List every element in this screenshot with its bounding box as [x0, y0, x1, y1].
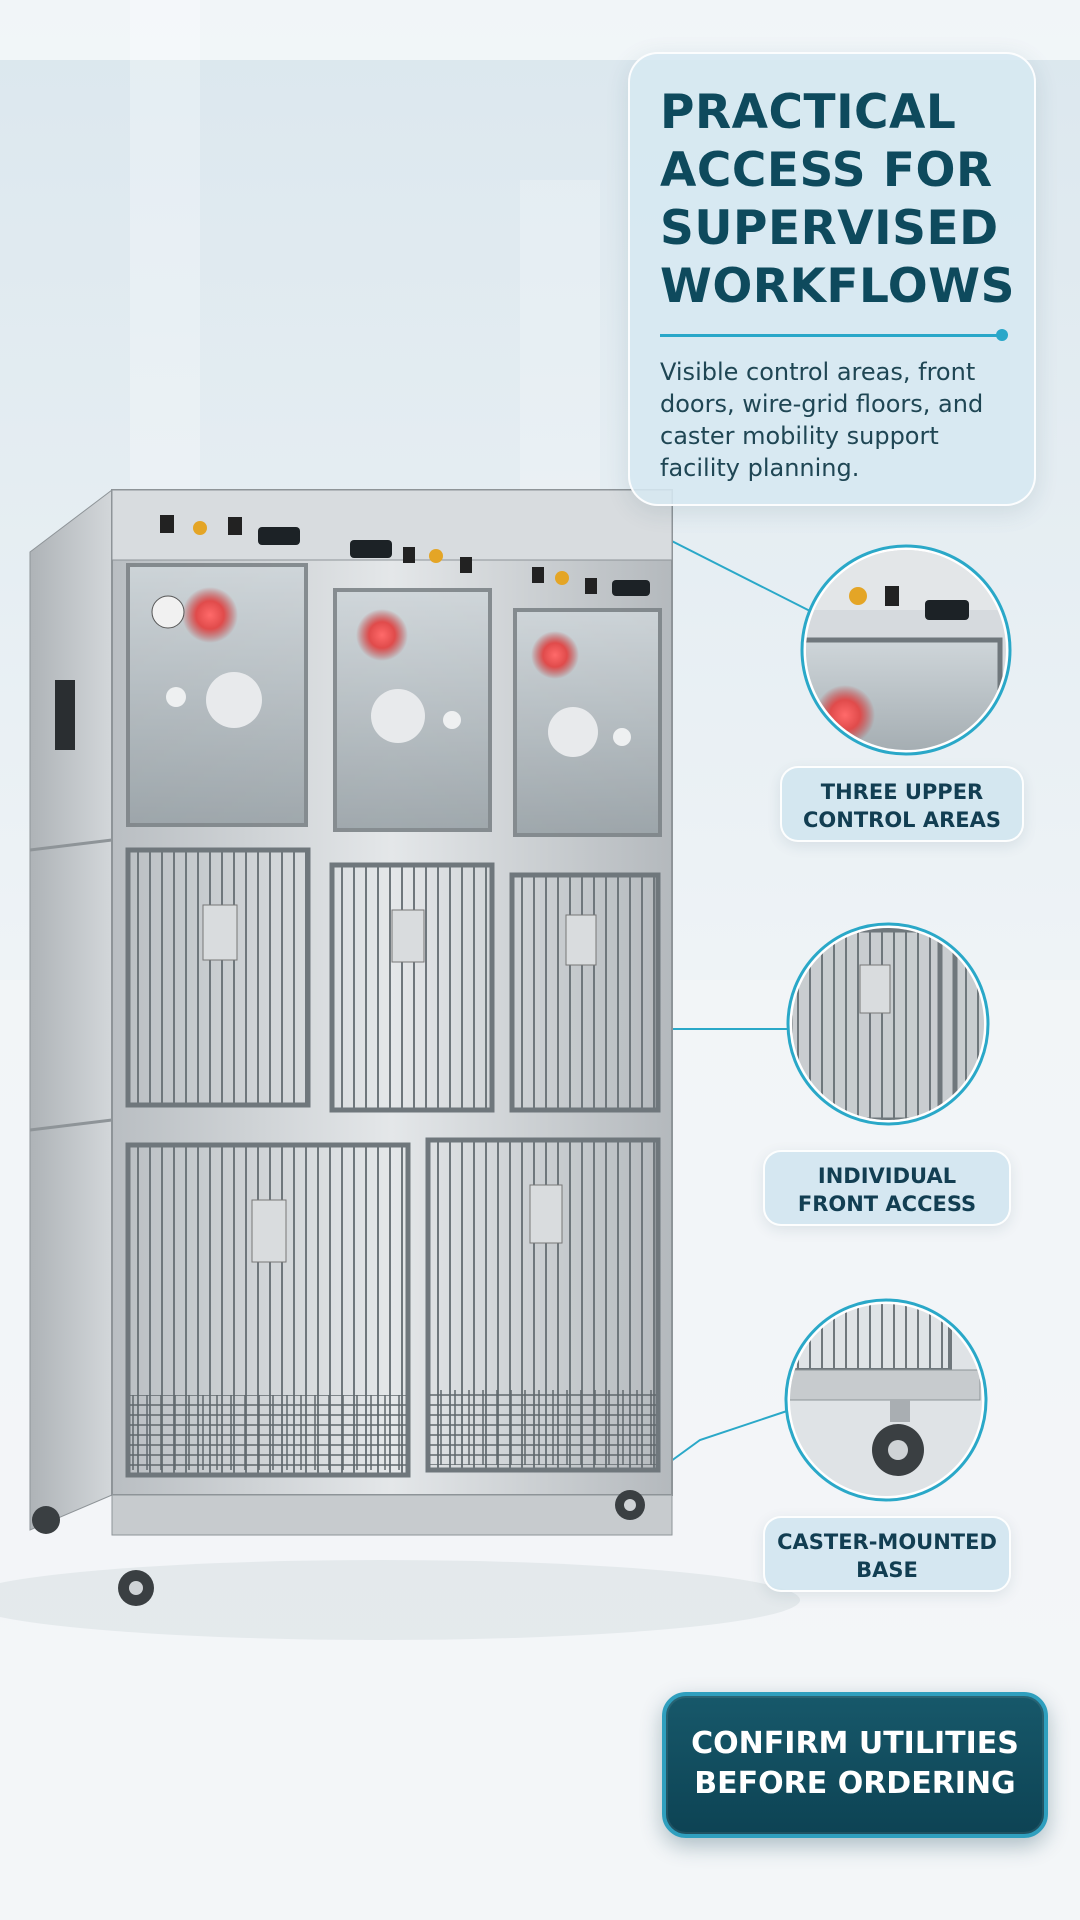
confirm-utilities-button[interactable]: CONFIRM UTILITIES BEFORE ORDERING — [662, 1692, 1048, 1838]
description: Visible control areas, front doors, wire… — [660, 356, 1010, 484]
description-line: Visible control areas, front — [660, 358, 976, 386]
callout-label: CASTER-MOUNTED — [777, 1530, 997, 1554]
callout-label: BASE — [856, 1558, 918, 1582]
callout-control-areas: THREE UPPER CONTROL AREAS — [780, 766, 1024, 842]
zoom-front-access — [786, 922, 990, 1126]
headline-line: PRACTICAL — [660, 85, 957, 140]
callout-label: FRONT ACCESS — [797, 1192, 977, 1216]
caster-wheels — [32, 1490, 673, 1606]
accent-rule — [660, 334, 1000, 337]
callout-label: CONTROL AREAS — [802, 808, 1002, 832]
zoom-control-panel — [800, 544, 1012, 756]
callout-caster-base: CASTER-MOUNTED BASE — [763, 1516, 1011, 1592]
headline-line: ACCESS FOR — [660, 143, 993, 198]
description-line: caster mobility support — [660, 422, 939, 450]
callout-front-access: INDIVIDUAL FRONT ACCESS — [763, 1150, 1011, 1226]
kennel-cabinet — [29, 488, 673, 1606]
callout-label: INDIVIDUAL — [817, 1164, 957, 1188]
description-line: facility planning. — [660, 454, 860, 482]
description-line: doors, wire-grid floors, and — [660, 390, 984, 418]
headline-line: WORKFLOWS — [660, 259, 1015, 314]
cta-label: CONFIRM UTILITIES — [691, 1726, 1019, 1761]
cta-label: BEFORE ORDERING — [694, 1766, 1016, 1801]
accent-dot — [996, 329, 1008, 341]
callout-label: THREE UPPER — [820, 780, 984, 804]
headline-card: PRACTICAL ACCESS FOR SUPERVISED WORKFLOW… — [628, 52, 1036, 506]
zoom-caster-base — [784, 1298, 988, 1502]
headline-line: SUPERVISED — [660, 201, 999, 256]
